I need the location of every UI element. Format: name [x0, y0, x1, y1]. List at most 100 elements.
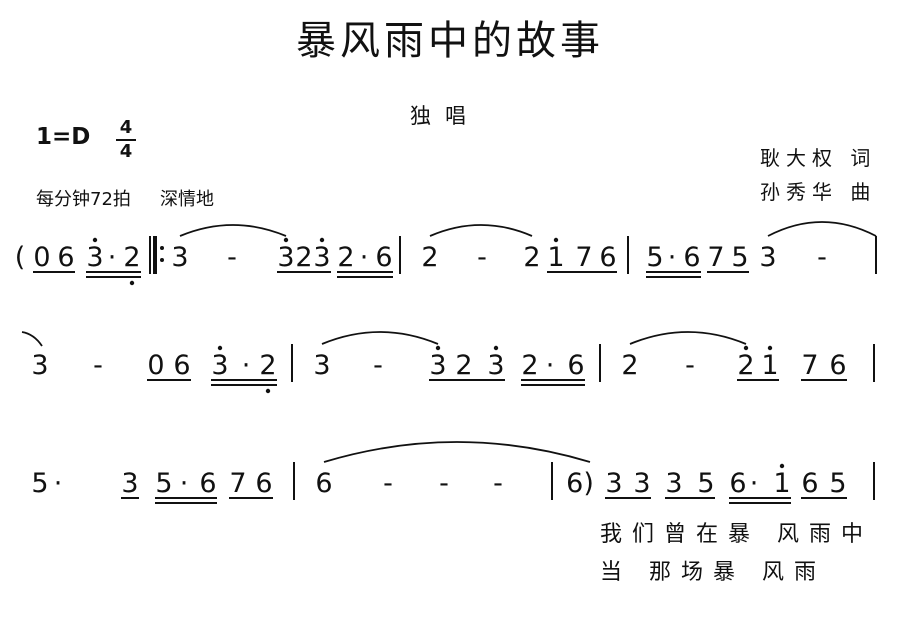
note: 6) [566, 468, 594, 499]
note: 2 [621, 350, 638, 381]
dot-extension: · [242, 350, 251, 381]
note-high-1: 1 [773, 468, 790, 499]
note: 2 [421, 242, 438, 273]
note: 3 [121, 468, 138, 499]
octave-dot-above [319, 237, 325, 243]
lyricist-credit: 耿大权 词 [760, 146, 877, 170]
note: 6 [729, 468, 746, 499]
slur-arc [629, 331, 747, 345]
note: 6 [801, 468, 818, 499]
note: 2 [123, 242, 140, 273]
lyric-verse-2: 当 那场暴 风雨 [600, 560, 826, 585]
note: 6 [829, 350, 846, 381]
note-high-1: 1 [761, 350, 778, 381]
note: 7 [575, 242, 592, 273]
dash-extension: - [93, 350, 103, 381]
note: 0 [147, 350, 164, 381]
note: 5 [646, 242, 663, 273]
note: 3 [759, 242, 776, 273]
octave-dot-above [217, 345, 223, 351]
dot-extension: · [180, 468, 189, 499]
note: 7 [707, 242, 724, 273]
note: 2 [521, 350, 538, 381]
note: 6 [375, 242, 392, 273]
composer-credit: 孙秀华 曲 [760, 180, 877, 204]
note: 6 [599, 242, 616, 273]
note: 6 [567, 350, 584, 381]
dash-extension: - [373, 350, 383, 381]
key-signature: 1=D [36, 124, 91, 150]
tempo-marking: 每分钟72拍 [36, 189, 131, 210]
dash-extension: - [383, 468, 393, 499]
repeat-dot [160, 246, 164, 250]
time-signature-bar [116, 139, 136, 141]
note: 2 [337, 242, 354, 273]
dot-extension: · [546, 350, 555, 381]
note: 6 [199, 468, 216, 499]
slur-arc [767, 221, 877, 237]
note: 2 [455, 350, 472, 381]
octave-dot-above [283, 237, 289, 243]
slur-arc [323, 441, 591, 463]
note: 2 [737, 350, 754, 381]
octave-dot-below [129, 280, 135, 286]
note: 3 [211, 350, 228, 381]
tie-continuation-arc [21, 331, 43, 347]
octave-dot-above [92, 237, 98, 243]
expression-marking: 深情地 [160, 189, 214, 210]
dash-extension: - [817, 242, 827, 273]
dash-extension: - [227, 242, 237, 273]
dash-extension: - [493, 468, 503, 499]
note: 5 [155, 468, 172, 499]
octave-dot [779, 463, 785, 469]
note: 7 [229, 468, 246, 499]
note: 3 [313, 350, 330, 381]
dash-extension: - [477, 242, 487, 273]
note: 3 [313, 242, 330, 273]
note: 3 [633, 468, 650, 499]
note: 7 [801, 350, 818, 381]
note: 3 [277, 242, 294, 273]
slur-arc [429, 224, 533, 237]
dash-extension: - [685, 350, 695, 381]
note: 3 [429, 350, 446, 381]
dot-extension: · [108, 242, 117, 273]
note: 3 [665, 468, 682, 499]
time-signature: 4 4 [116, 118, 136, 162]
note: 6 [173, 350, 190, 381]
time-signature-bottom: 4 [119, 141, 133, 162]
note: 5 [31, 468, 48, 499]
octave-dot-above [435, 345, 441, 351]
dot-extension: · [750, 468, 759, 499]
note: 3 [487, 350, 504, 381]
note-high-1: 1 [547, 242, 564, 273]
note: 6 [57, 242, 74, 273]
note: 6 [255, 468, 272, 499]
note: 6 [315, 468, 332, 499]
octave-dot-above [743, 345, 749, 351]
note: 5 [731, 242, 748, 273]
performance-type: 独唱 [410, 104, 480, 128]
note: ( [15, 242, 26, 273]
note: 3 [171, 242, 188, 273]
note: 3 [605, 468, 622, 499]
note: 3 [31, 350, 48, 381]
note: 2 [295, 242, 312, 273]
dot-extension: · [54, 468, 63, 499]
note: 6 [683, 242, 700, 273]
octave-dot [553, 237, 559, 243]
octave-dot-below [265, 388, 271, 394]
note: 2 [523, 242, 540, 273]
dash-extension: - [439, 468, 449, 499]
dot-extension: · [668, 242, 677, 273]
octave-dot-above [493, 345, 499, 351]
note: 0 [33, 242, 50, 273]
note: 5 [697, 468, 714, 499]
lyric-verse-1: 我们曾在暴 风雨中 [600, 522, 873, 547]
repeat-dot [160, 258, 164, 262]
note: 3 [86, 242, 103, 273]
